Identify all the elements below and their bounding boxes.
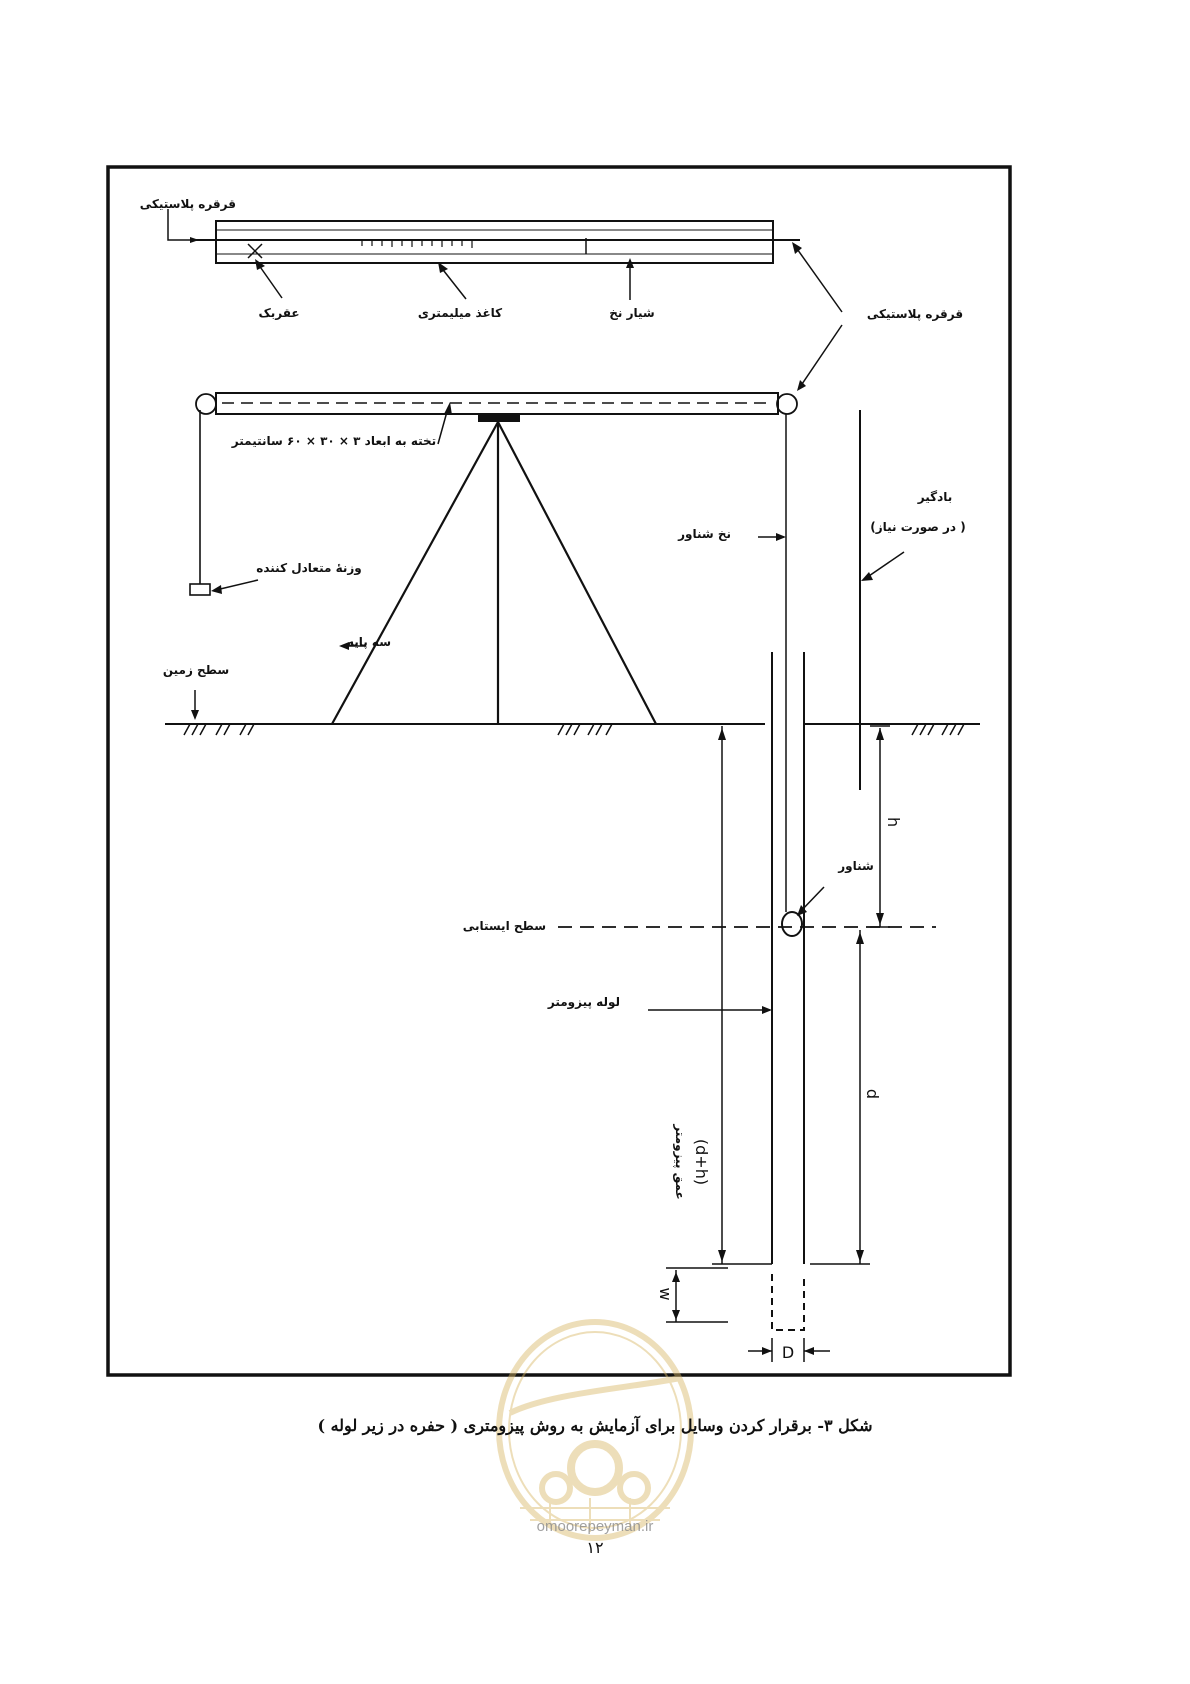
cavity-below-pipe xyxy=(771,1274,805,1331)
label-float: شناور xyxy=(837,859,874,874)
dim-label-h: h xyxy=(884,817,903,827)
label-windbreak-line2: (در صورت نیاز ) xyxy=(870,520,965,535)
label-plastic-reel-right: قرقره پلاستیکی xyxy=(867,307,963,321)
label-piezometer-pipe: لوله پیزومتر xyxy=(547,995,620,1010)
piezometer-pipe xyxy=(771,652,805,1264)
top-arrowheads xyxy=(255,242,806,391)
label-board: تخته به ابعاد ۳ × ۳۰ × ۶۰ سانتیمتر xyxy=(231,434,436,448)
label-mm-paper: کاغذ میلیمتری xyxy=(418,306,502,320)
board-top-view xyxy=(167,209,800,264)
figure-frame xyxy=(106,165,1012,1377)
label-tripod: سه پایه xyxy=(347,635,391,649)
label-depth-formula: (d+h) xyxy=(692,1139,711,1185)
dim-label-d: d xyxy=(863,1089,882,1099)
figure-caption: شکل ۳- برقرار کردن وسایل برای آزمایش به … xyxy=(317,1416,873,1435)
dim-label-D: D xyxy=(782,1343,794,1362)
label-leaders xyxy=(194,407,905,1011)
label-arrowheads xyxy=(191,402,873,1014)
float xyxy=(781,911,803,937)
label-piezometer-depth: عمق پیزومتر xyxy=(672,1123,687,1199)
watermark-text: omoorepeyman.ir xyxy=(536,1518,654,1535)
label-ground-surface: سطح زمین xyxy=(163,663,229,677)
tripod xyxy=(331,421,657,725)
label-float-wire: نخ شناور xyxy=(677,527,731,542)
dimension-lines xyxy=(666,725,890,1362)
dim-label-w: w xyxy=(656,1287,675,1300)
top-leaders xyxy=(255,245,843,388)
label-plastic-reel-top: قرقره پلاستیکی xyxy=(140,197,236,211)
page-number: ۱۲ xyxy=(586,1538,604,1557)
counterweight-assembly xyxy=(189,410,211,596)
dimension-arrowheads xyxy=(672,728,884,1355)
board-main xyxy=(195,392,798,422)
label-wire-slot: شیار نخ xyxy=(609,306,654,320)
label-pointer: عقربک xyxy=(258,306,299,320)
watermark-logo xyxy=(496,1319,694,1541)
label-windbreak-line1: بادگیر xyxy=(917,490,953,504)
label-static-level: سطح ایستابی xyxy=(463,919,546,933)
label-counterweight: وزنهٔ متعادل کننده xyxy=(256,561,361,576)
ground-hatch xyxy=(183,723,965,736)
